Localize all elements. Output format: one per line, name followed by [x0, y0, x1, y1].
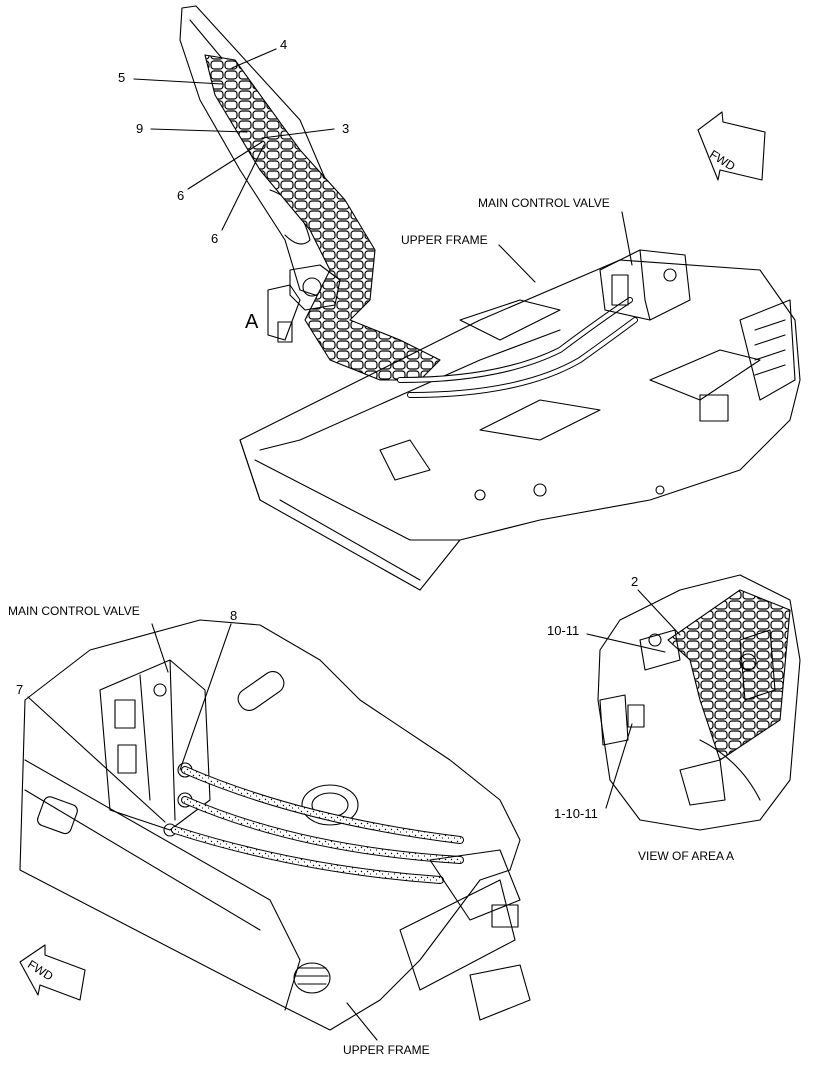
fwd-arrow-bottom [19, 944, 86, 1001]
callout-10-11: 10-11 [547, 623, 580, 638]
callout-5: 5 [118, 70, 126, 85]
callout-1-10-11: 1-10-11 [554, 806, 598, 821]
callout-6-upper: 6 [177, 188, 185, 203]
fwd-arrow-top [697, 111, 766, 181]
label-main-control-valve-top: MAIN CONTROL VALVE [478, 196, 610, 210]
label-upper-frame-bottom: UPPER FRAME [343, 1043, 430, 1057]
bottom-assembly-drawing [19, 619, 531, 1031]
callout-2: 2 [631, 574, 639, 589]
callout-3: 3 [342, 121, 350, 136]
callout-8: 8 [230, 608, 238, 623]
label-view-of-area-a: VIEW OF AREA A [638, 849, 735, 863]
label-main-control-valve-bottom: MAIN CONTROL VALVE [8, 604, 140, 618]
callout-4: 4 [280, 37, 288, 52]
area-a-detail-drawing [597, 574, 801, 831]
callout-7: 7 [16, 682, 24, 697]
leader-lines [27, 48, 681, 1041]
callout-9: 9 [136, 121, 144, 136]
label-upper-frame-top: UPPER FRAME [401, 233, 488, 247]
top-assembly-drawing [179, 5, 801, 591]
callout-6-lower: 6 [211, 231, 219, 246]
callout-area-a: A [245, 311, 259, 333]
